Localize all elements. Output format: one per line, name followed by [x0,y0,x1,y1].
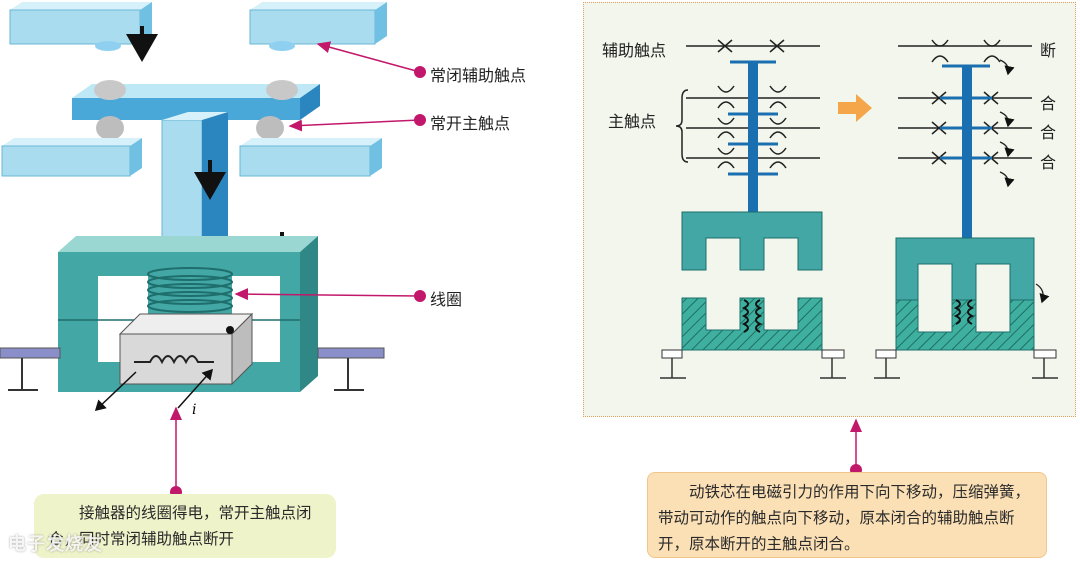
callout-armature-moves: 动铁芯在电磁引力的作用下向下移动，压缩弹簧，带动可动作的触点向下移动，原本闭合的… [647,472,1047,558]
current-symbol: i [192,402,196,418]
label-main-contact: 主触点 [608,112,657,131]
moving-contact-bridge [72,80,320,140]
coil-box [118,312,254,386]
contactor-3d-drawing: i [0,2,426,498]
label-aux-contact: 辅助触点 [602,41,667,60]
state-label-main-3: 合 [1040,153,1057,172]
label-coil: 线圈 [430,290,463,309]
state-label-main-2: 合 [1040,123,1057,142]
schematic-before [660,39,846,379]
top-right-stationary-bar [249,2,387,51]
state-label-aux: 断 [1040,41,1057,60]
transition-arrow-icon [838,94,872,122]
schematic-after [874,39,1058,379]
base-rails [0,347,385,391]
label-main-no-contact: 常开主触点 [430,114,511,133]
top-left-stationary-bar [9,2,152,51]
bottom-left-stationary-bar [1,138,142,177]
state-label-main-1: 合 [1040,94,1057,113]
spring-coil [147,267,233,313]
callout-coil-energized: 接触器的线圈得电，常开主触点闭合，同时常闭辅助触点断开 [34,494,336,558]
bottom-right-stationary-bar [239,138,382,177]
label-aux-nc-contact: 常闭辅助触点 [430,66,527,85]
watermark: 电子发烧友 [8,534,103,555]
